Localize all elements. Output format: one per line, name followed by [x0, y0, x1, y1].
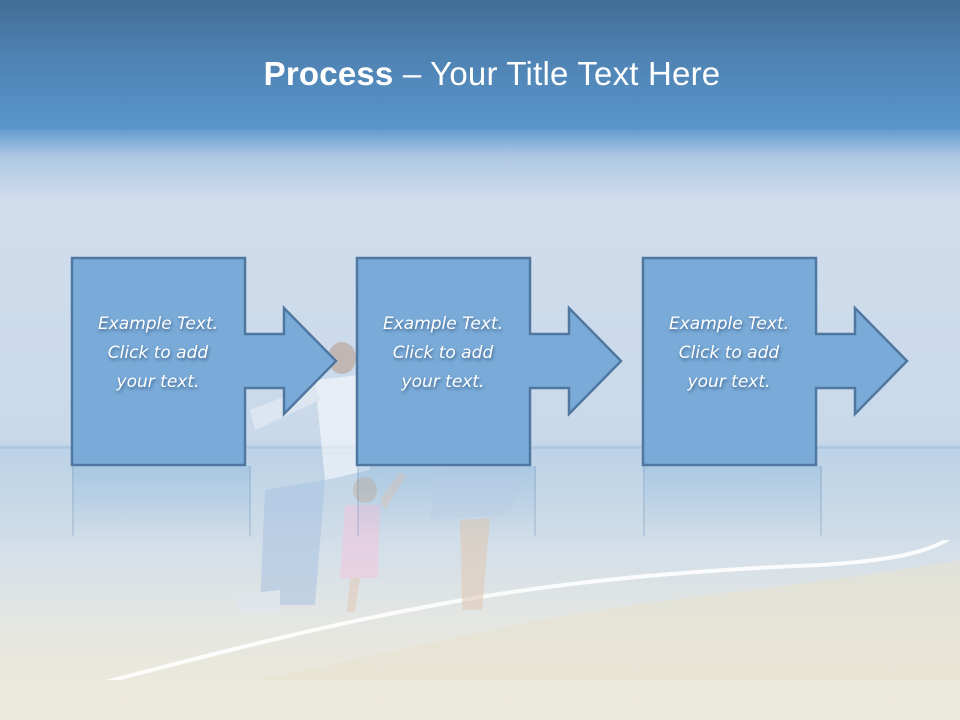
- header-band: [0, 0, 960, 130]
- step-2-reflection: [357, 466, 536, 536]
- box-arrow-shape: [70, 256, 338, 467]
- step-text[interactable]: Example Text. Click to add your text.: [668, 314, 790, 392]
- box-arrow-shape: [355, 256, 623, 467]
- process-step-1[interactable]: Example Text. Click to add your text.: [70, 256, 342, 468]
- step-text[interactable]: Example Text. Click to add your text.: [97, 314, 219, 392]
- title-bold-part: Process: [263, 55, 394, 92]
- wave-decoration: [0, 540, 960, 680]
- step-text[interactable]: Example Text. Click to add your text.: [382, 314, 504, 392]
- slide-title[interactable]: Process – Your Title Text Here: [0, 52, 960, 96]
- header-fade: [0, 128, 960, 198]
- step-3-reflection: [643, 466, 822, 536]
- process-step-3[interactable]: Example Text. Click to add your text.: [641, 256, 913, 468]
- process-step-2[interactable]: Example Text. Click to add your text.: [355, 256, 627, 468]
- title-rest-part: – Your Title Text Here: [393, 55, 721, 92]
- box-arrow-shape: [641, 256, 909, 467]
- step-1-reflection: [72, 466, 251, 536]
